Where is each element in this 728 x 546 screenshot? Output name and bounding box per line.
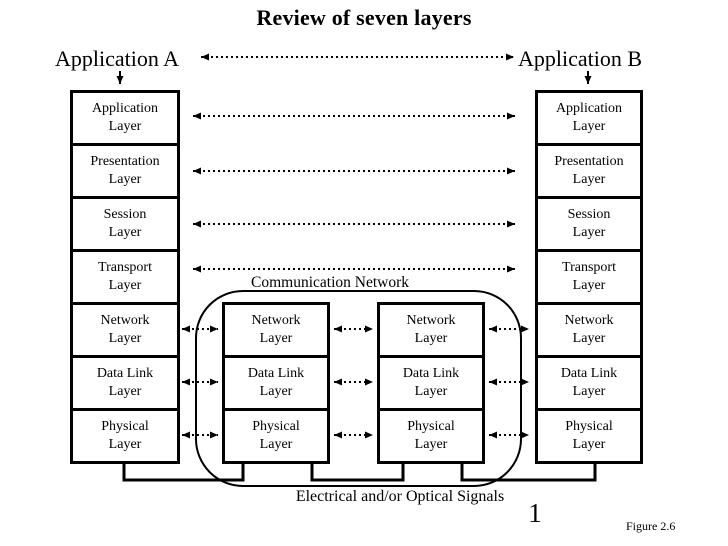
layer-box-label: Network Layer: [251, 312, 301, 346]
layer-box-label: Physical Layer: [565, 418, 613, 452]
layer-box-label: Data Link Layer: [402, 365, 460, 399]
network-node-1-stack: Network Layer Data Link Layer Physical L…: [222, 302, 330, 464]
layer-box-label: Data Link Layer: [247, 365, 305, 399]
node1-datalink-layer: Data Link Layer: [222, 355, 330, 411]
application-a-label: Application A: [55, 46, 180, 71]
layer-box-label: Presentation Layer: [90, 153, 160, 187]
host-a-physical-layer: Physical Layer: [70, 408, 180, 464]
host-b-transport-layer: Transport Layer: [535, 249, 643, 305]
layer-box-label: Data Link Layer: [96, 365, 154, 399]
layer-box-label: Physical Layer: [407, 418, 455, 452]
host-a-transport-layer: Transport Layer: [70, 249, 180, 305]
layer-box-label: Network Layer: [100, 312, 150, 346]
application-b-label: Application B: [518, 46, 643, 71]
host-b-application-layer: Application Layer: [535, 90, 643, 146]
layer-box-label: Physical Layer: [252, 418, 300, 452]
layer-box-label: Transport Layer: [98, 259, 152, 293]
layer-box-label: Physical Layer: [101, 418, 149, 452]
communication-network-label: Communication Network: [251, 274, 409, 291]
node2-datalink-layer: Data Link Layer: [377, 355, 485, 411]
page-number: 1: [528, 498, 542, 528]
host-a-datalink-layer: Data Link Layer: [70, 355, 180, 411]
host-a-network-layer: Network Layer: [70, 302, 180, 358]
layer-box-label: Transport Layer: [562, 259, 616, 293]
host-a-application-layer: Application Layer: [70, 90, 180, 146]
host-b-presentation-layer: Presentation Layer: [535, 143, 643, 199]
host-b-datalink-layer: Data Link Layer: [535, 355, 643, 411]
node1-network-layer: Network Layer: [222, 302, 330, 358]
layer-box-label: Data Link Layer: [560, 365, 618, 399]
slide-title: Review of seven layers: [256, 5, 472, 30]
communication-network-boundary: [195, 290, 522, 487]
host-a-session-layer: Session Layer: [70, 196, 180, 252]
node2-physical-layer: Physical Layer: [377, 408, 485, 464]
layer-box-label: Presentation Layer: [554, 153, 624, 187]
layer-box-label: Network Layer: [564, 312, 614, 346]
host-b-stack: Application Layer Presentation Layer Ses…: [535, 90, 643, 464]
host-b-physical-layer: Physical Layer: [535, 408, 643, 464]
layer-box-label: Application Layer: [91, 100, 159, 134]
network-node-2-stack: Network Layer Data Link Layer Physical L…: [377, 302, 485, 464]
host-b-session-layer: Session Layer: [535, 196, 643, 252]
figure-caption: Figure 2.6: [626, 519, 676, 533]
layer-box-label: Session Layer: [103, 206, 147, 240]
electrical-optical-signals-label: Electrical and/or Optical Signals: [295, 488, 505, 505]
layer-box-label: Session Layer: [567, 206, 611, 240]
node2-network-layer: Network Layer: [377, 302, 485, 358]
node1-physical-layer: Physical Layer: [222, 408, 330, 464]
layer-box-label: Application Layer: [555, 100, 623, 134]
host-a-presentation-layer: Presentation Layer: [70, 143, 180, 199]
layer-box-label: Network Layer: [406, 312, 456, 346]
host-a-stack: Application Layer Presentation Layer Ses…: [70, 90, 180, 464]
host-b-network-layer: Network Layer: [535, 302, 643, 358]
